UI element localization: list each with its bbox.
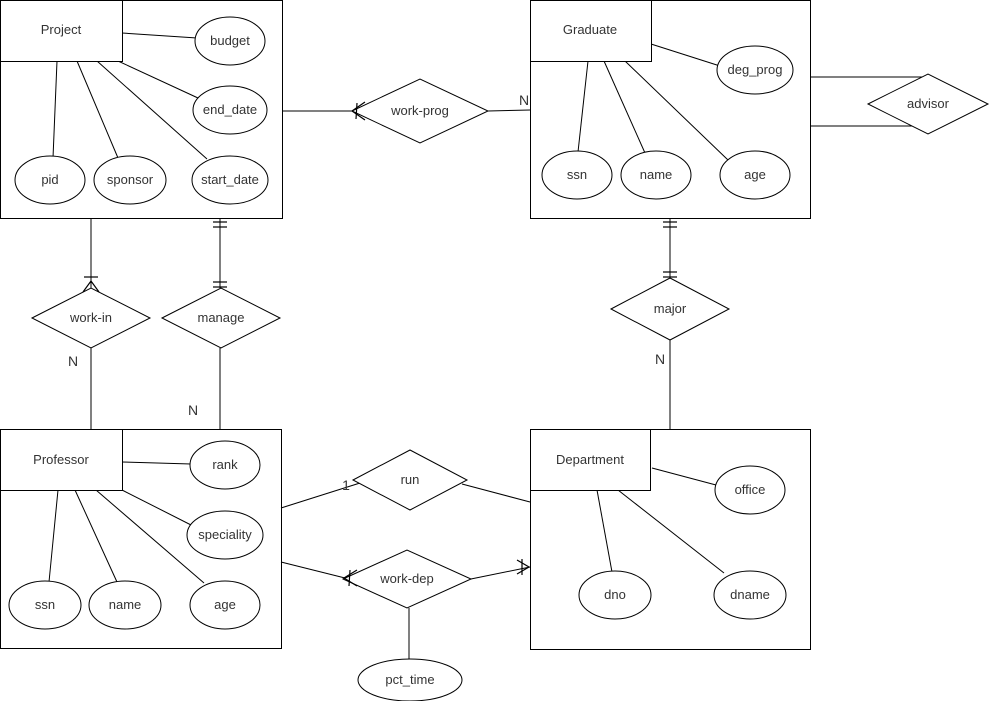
start-date-label: start_date — [201, 172, 259, 187]
attribute-graduate-age[interactable] — [719, 150, 791, 200]
budget-label: budget — [210, 33, 250, 48]
edge-professor-rank[interactable] — [121, 461, 192, 465]
many-arrow-workdep-right — [516, 559, 531, 575]
attribute-office[interactable] — [714, 465, 786, 515]
professor-ssn-label: ssn — [35, 597, 55, 612]
attribute-graduate-ssn[interactable] — [541, 150, 613, 200]
attribute-graduate-name[interactable] — [620, 150, 692, 200]
graduate-age-label: age — [744, 167, 766, 182]
graduate-name-label: name — [640, 167, 673, 182]
edge-project-budget[interactable] — [121, 32, 198, 39]
relationship-advisor[interactable] — [866, 73, 990, 135]
attribute-professor-name[interactable] — [88, 580, 162, 630]
graduate-ssn-label: ssn — [567, 167, 587, 182]
cardinality-workprog-n: N — [519, 92, 529, 108]
professor-name-label: name — [109, 597, 142, 612]
advisor-label: advisor — [907, 96, 950, 111]
edge-department-dname[interactable] — [617, 489, 725, 574]
attribute-rank[interactable] — [189, 440, 261, 490]
edge-graduate-age[interactable] — [624, 60, 729, 161]
many-arrow-workin-top — [82, 276, 100, 293]
attribute-dname[interactable] — [713, 570, 787, 620]
edge-project-start-date[interactable] — [96, 60, 208, 160]
professor-age-label: age — [214, 597, 236, 612]
edge-graduate-name[interactable] — [603, 60, 646, 154]
edge-workdep-professor[interactable] — [280, 561, 346, 579]
attribute-pct-time[interactable] — [357, 658, 463, 701]
end-date-label: end_date — [203, 102, 257, 117]
attribute-dno[interactable] — [578, 570, 652, 620]
relationship-work-dep[interactable] — [341, 549, 473, 609]
dno-label: dno — [604, 587, 626, 602]
cardinality-major-n: N — [655, 351, 665, 367]
project-entity-box[interactable] — [0, 0, 123, 62]
edge-workdep-department[interactable] — [465, 566, 531, 581]
deg-prog-label: deg_prog — [728, 62, 783, 77]
attribute-budget[interactable] — [194, 16, 266, 66]
relationship-work-prog[interactable] — [350, 78, 490, 144]
graduate-entity-box[interactable] — [530, 0, 652, 62]
edge-professor-speciality[interactable] — [121, 489, 196, 528]
manage-label: manage — [198, 310, 245, 325]
cardinality-run-1: 1 — [342, 477, 350, 493]
edge-graduate-ssn[interactable] — [577, 60, 589, 153]
edge-graduate-deg-prog[interactable] — [650, 43, 721, 67]
attribute-end-date[interactable] — [192, 85, 268, 135]
attribute-speciality[interactable] — [186, 510, 264, 560]
one-ticks-manage-top — [213, 221, 227, 228]
attribute-start-date[interactable] — [191, 155, 269, 205]
edge-professor-name[interactable] — [74, 489, 118, 583]
edge-department-office[interactable] — [651, 467, 717, 486]
many-arrow-workprog-left — [350, 101, 366, 121]
edge-project-end-date[interactable] — [117, 60, 199, 99]
pct-time-label: pct_time — [385, 672, 434, 687]
edge-project-pid[interactable] — [52, 60, 58, 159]
work-prog-label: work-prog — [390, 103, 449, 118]
relationship-run[interactable] — [351, 449, 469, 511]
edge-workprog-graduate[interactable] — [487, 109, 531, 112]
rank-label: rank — [212, 457, 238, 472]
edge-run-professor[interactable] — [280, 482, 361, 509]
work-in-label: work-in — [69, 310, 112, 325]
run-label: run — [401, 472, 420, 487]
graduate-label: Graduate — [563, 22, 617, 37]
office-label: office — [735, 482, 766, 497]
major-label: major — [654, 301, 687, 316]
cardinality-manage-n: N — [188, 402, 198, 418]
one-ticks-major-bottom — [663, 271, 677, 278]
relationship-manage[interactable] — [160, 287, 282, 349]
relationship-work-in[interactable] — [30, 287, 152, 349]
many-arrow-workdep-left — [342, 569, 358, 587]
pid-label: pid — [41, 172, 58, 187]
edge-professor-ssn[interactable] — [48, 489, 59, 583]
professor-label: Professor — [33, 452, 89, 467]
edge-project-sponsor[interactable] — [76, 60, 119, 159]
sponsor-label: sponsor — [107, 172, 154, 187]
department-entity-box[interactable] — [530, 429, 651, 491]
speciality-label: speciality — [198, 527, 252, 542]
edge-department-dno[interactable] — [596, 489, 613, 573]
attribute-deg-prog[interactable] — [716, 45, 794, 95]
dname-label: dname — [730, 587, 770, 602]
attribute-professor-ssn[interactable] — [8, 580, 82, 630]
department-label: Department — [556, 452, 624, 467]
one-ticks-manage-bottom — [213, 281, 227, 288]
edge-run-department[interactable] — [461, 483, 531, 503]
attribute-professor-age[interactable] — [189, 580, 261, 630]
cardinality-workin-n: N — [68, 353, 78, 369]
professor-entity-box[interactable] — [0, 429, 123, 491]
attribute-pid[interactable] — [14, 155, 86, 205]
one-ticks-major-top — [663, 221, 677, 228]
relationship-major[interactable] — [609, 277, 731, 341]
edge-professor-age[interactable] — [95, 489, 205, 584]
attribute-sponsor[interactable] — [93, 155, 167, 205]
project-label: Project — [41, 22, 82, 37]
work-dep-label: work-dep — [379, 571, 433, 586]
